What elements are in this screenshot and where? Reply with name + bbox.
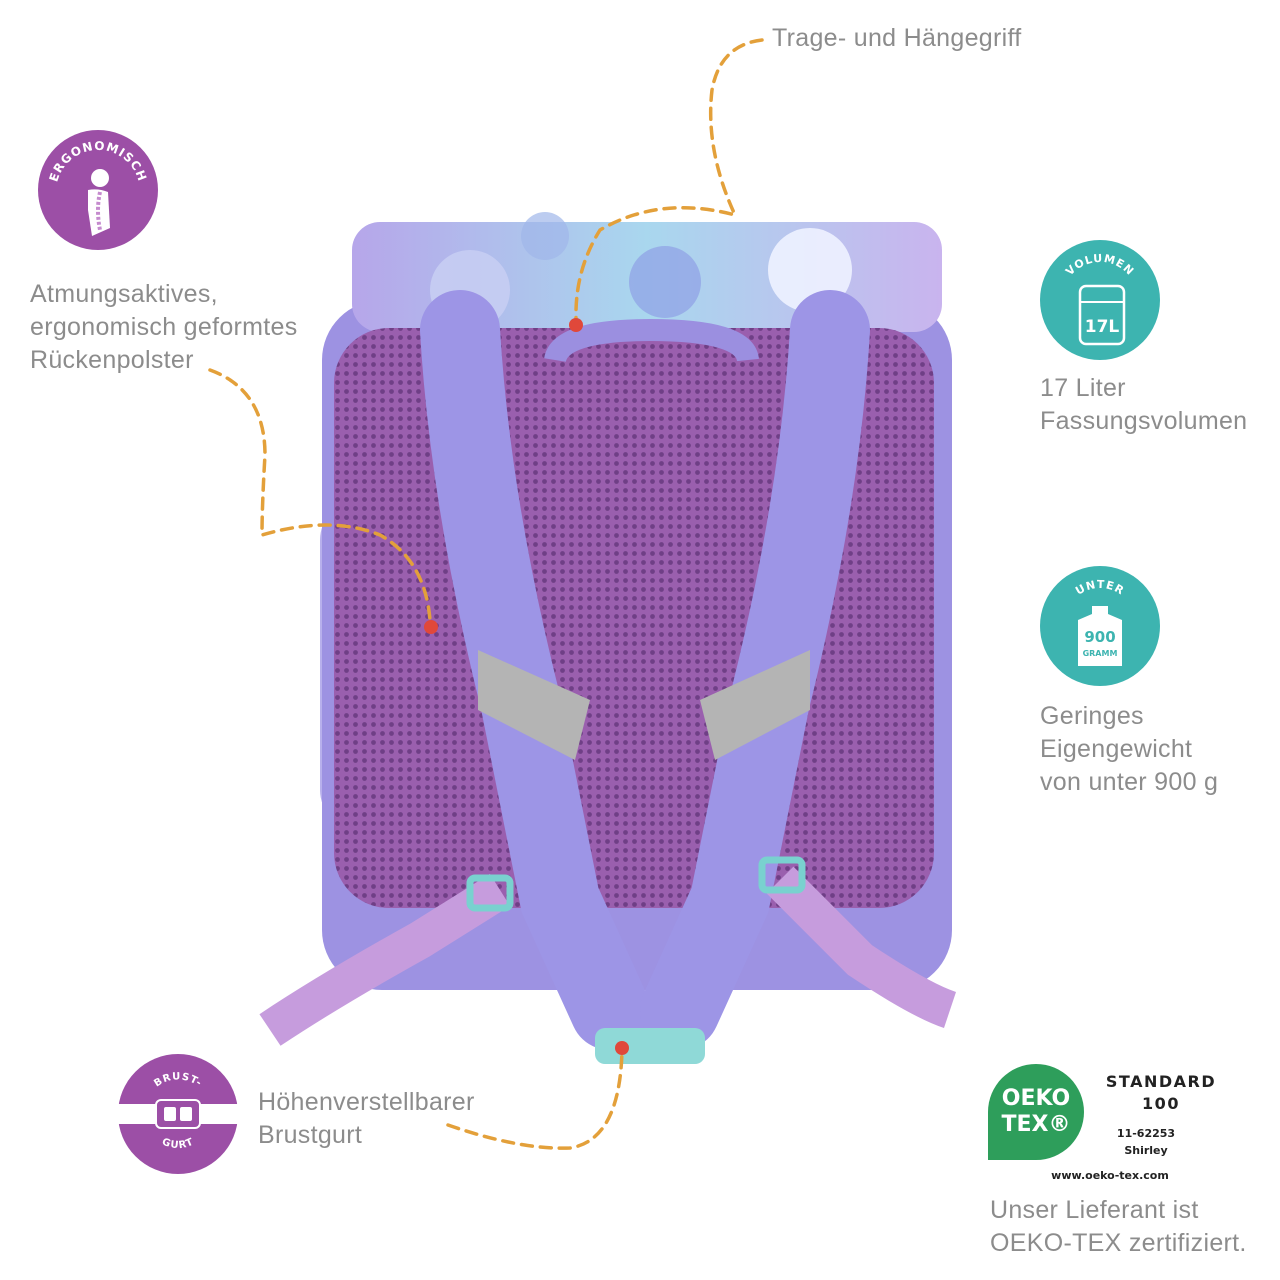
back-dot xyxy=(424,620,438,634)
weight-icon: UNTER 900 GRAMM xyxy=(1073,578,1127,666)
chest-arc-top: BRUST- xyxy=(152,1071,203,1089)
chest-line-1: Höhenverstellbarer xyxy=(258,1088,475,1116)
ergonomic-badge: ERGONOMISCH xyxy=(38,130,158,250)
handle-dot xyxy=(569,318,583,332)
svg-text:BRUST-: BRUST- xyxy=(152,1071,204,1089)
volume-badge: VOLUMEN 17L xyxy=(1040,240,1160,360)
back-line-3: Rückenpolster xyxy=(30,346,194,374)
oeko-company: Shirley xyxy=(1124,1144,1168,1157)
oeko-logo-line-1: OEKO xyxy=(1001,1086,1071,1111)
volume-line-2: Fassungsvolumen xyxy=(1040,407,1248,435)
volume-line-1: 17 Liter xyxy=(1040,374,1126,402)
oeko-feature-label: Unser Lieferant ist OEKO-TEX zertifizier… xyxy=(990,1194,1247,1260)
volume-feature-label: 17 Liter Fassungsvolumen xyxy=(1040,372,1247,438)
backpack-icon: VOLUMEN 17L xyxy=(1063,252,1137,346)
volume-badge-value: 17L xyxy=(1085,317,1120,337)
chest-badge: BRUST- GURT xyxy=(118,1054,238,1174)
weight-line-1: Geringes xyxy=(1040,702,1144,730)
weight-feature-label: Geringes Eigengewicht von unter 900 g xyxy=(1040,700,1218,799)
weight-line-3: von unter 900 g xyxy=(1040,768,1219,796)
oeko-tex-logo: OEKO TEX® xyxy=(988,1064,1084,1160)
weight-badge-value: 900 xyxy=(1084,628,1115,646)
chest-feature-label: Höhenverstellbarer Brustgurt xyxy=(258,1086,475,1152)
back-line-1: Atmungsaktives, xyxy=(30,280,218,308)
weight-line-2: Eigengewicht xyxy=(1040,735,1193,763)
svg-text:UNTER: UNTER xyxy=(1073,578,1127,598)
handle-feature-label: Trage- und Hängegriff xyxy=(772,24,1022,52)
back-line-2: ergonomisch geformtes xyxy=(30,313,298,341)
buckle-icon: BRUST- GURT xyxy=(118,1071,238,1152)
chest-line-2: Brustgurt xyxy=(258,1121,363,1149)
oeko-cert-number: 11-62253 xyxy=(1116,1127,1176,1140)
svg-text:GURT: GURT xyxy=(160,1137,195,1152)
volume-arc-text: VOLUMEN xyxy=(1063,252,1136,278)
oeko-url: www.oeko-tex.com xyxy=(1051,1169,1169,1182)
oeko-line-1: Unser Lieferant ist xyxy=(990,1196,1199,1224)
weight-arc-text: UNTER xyxy=(1073,578,1126,598)
weight-badge-unit: GRAMM xyxy=(1083,649,1118,658)
chest-dot xyxy=(615,1041,629,1055)
oeko-logo-line-2: TEX® xyxy=(1001,1112,1071,1137)
weight-badge: UNTER 900 GRAMM xyxy=(1040,566,1160,686)
chest-arc-bottom: GURT xyxy=(160,1137,194,1152)
spine-icon: ERGONOMISCH xyxy=(46,139,149,236)
oeko-standard-number: 100 xyxy=(1142,1094,1180,1113)
back-feature-label: Atmungsaktives, ergonomisch geformtes Rü… xyxy=(30,278,298,377)
svg-text:VOLUMEN: VOLUMEN xyxy=(1063,252,1137,278)
oeko-line-2: OEKO-TEX zertifiziert. xyxy=(990,1229,1247,1257)
oeko-standard: STANDARD xyxy=(1105,1072,1217,1091)
